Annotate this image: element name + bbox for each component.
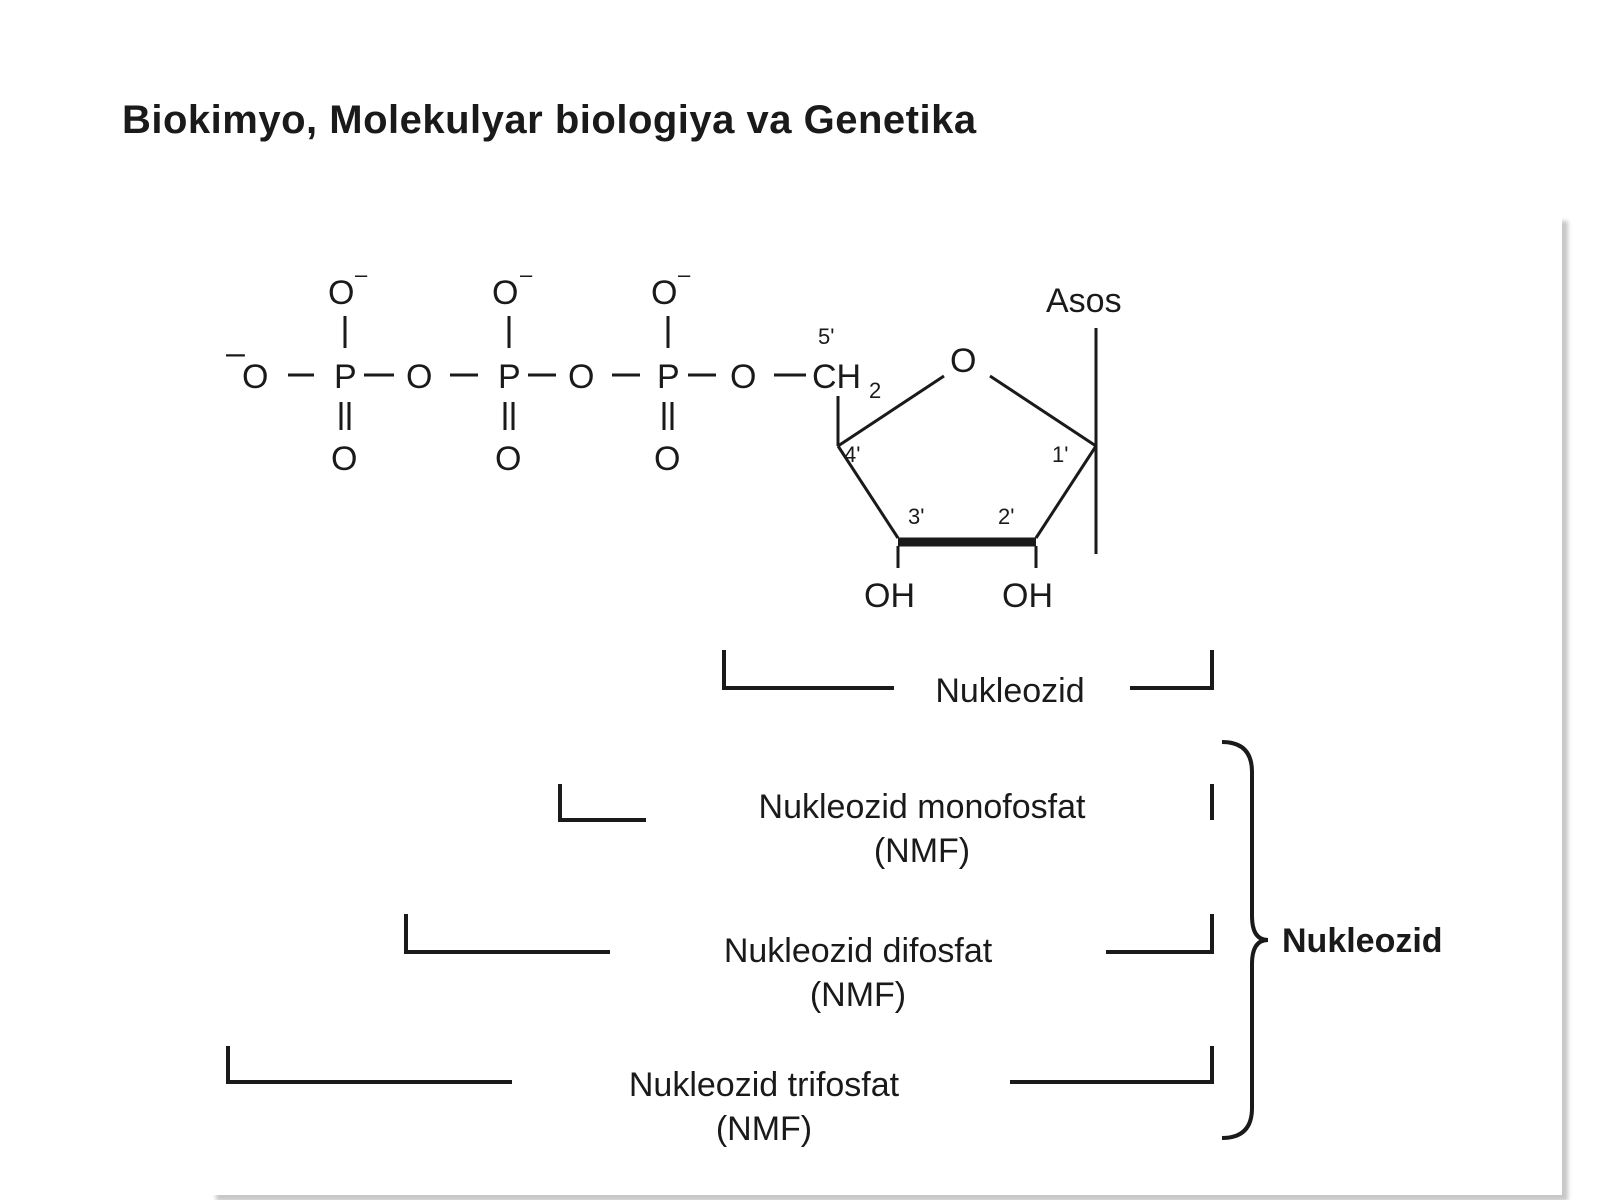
ring-oxygen: O (950, 342, 976, 380)
phosphate-2-charge: – (520, 262, 533, 287)
page-title: Biokimyo, Molekulyar biologiya va Geneti… (122, 98, 977, 142)
nmp-abbrev: (NMF) (874, 832, 970, 870)
nucleoside-label: Nukleozid (935, 672, 1084, 710)
phosphate-2-bottom-oxygen: O (495, 440, 521, 478)
carbon-4-label: 4' (844, 442, 860, 467)
ch2-subscript: 2 (869, 378, 881, 403)
group-label: Nukleozid (1282, 922, 1443, 960)
ntp-abbrev: (NMF) (716, 1110, 812, 1148)
group-curly-brace (1221, 740, 1269, 1140)
ring-bond-c4-c3 (836, 445, 900, 539)
carbon-1-label: 1' (1052, 442, 1068, 467)
hydroxyl-3: OH (864, 577, 915, 615)
ndp-abbrev: (NMF) (810, 976, 906, 1014)
base-label: Asos (1046, 282, 1122, 320)
nucleoside-bracket-right (1130, 650, 1214, 690)
ring-bond-c4-o (837, 374, 945, 448)
phosphate-2-p: P (498, 358, 521, 396)
hydroxyl-2: OH (1002, 577, 1053, 615)
phosphate-2-top-oxygen: O (492, 274, 518, 312)
ntp-label: Nukleozid trifosfat (629, 1066, 900, 1104)
ndp-bracket-right (1106, 914, 1214, 954)
diagram-panel (210, 215, 1562, 1195)
carbon-2-label: 2' (998, 504, 1014, 529)
ndp-bracket-left (404, 914, 610, 954)
ring-bond-c1-c2 (1034, 445, 1098, 539)
phosphate-3-top-oxygen: O (651, 274, 677, 312)
bridge-oxygen-1: O (406, 358, 432, 396)
ch2-group: CH (812, 358, 861, 396)
bridge-oxygen-3: O (730, 358, 756, 396)
terminal-charge: – (226, 334, 245, 372)
ntp-bracket-right (1010, 1046, 1214, 1084)
phosphate-3-bottom-oxygen: O (654, 440, 680, 478)
nmp-label: Nukleozid monofosfat (759, 788, 1087, 826)
carbon-5-label: 5' (818, 324, 834, 349)
phosphate-1-top-oxygen: O (328, 274, 354, 312)
phosphate-3-p: P (657, 358, 680, 396)
terminal-oxygen: O (242, 358, 268, 396)
carbon-3-label: 3' (908, 504, 924, 529)
phosphate-1-p: P (334, 358, 357, 396)
bridge-oxygen-2: O (568, 358, 594, 396)
nucleoside-bracket-left (722, 650, 894, 690)
phosphate-1-bottom-oxygen: O (331, 440, 357, 478)
phosphate-3-charge: – (678, 262, 691, 287)
phosphate-1-charge: – (355, 262, 368, 287)
ndp-label: Nukleozid difosfat (724, 932, 993, 970)
ntp-bracket-left (226, 1046, 512, 1084)
ring-bond-o-c1 (989, 374, 1097, 448)
nmp-bracket-left (558, 784, 646, 822)
